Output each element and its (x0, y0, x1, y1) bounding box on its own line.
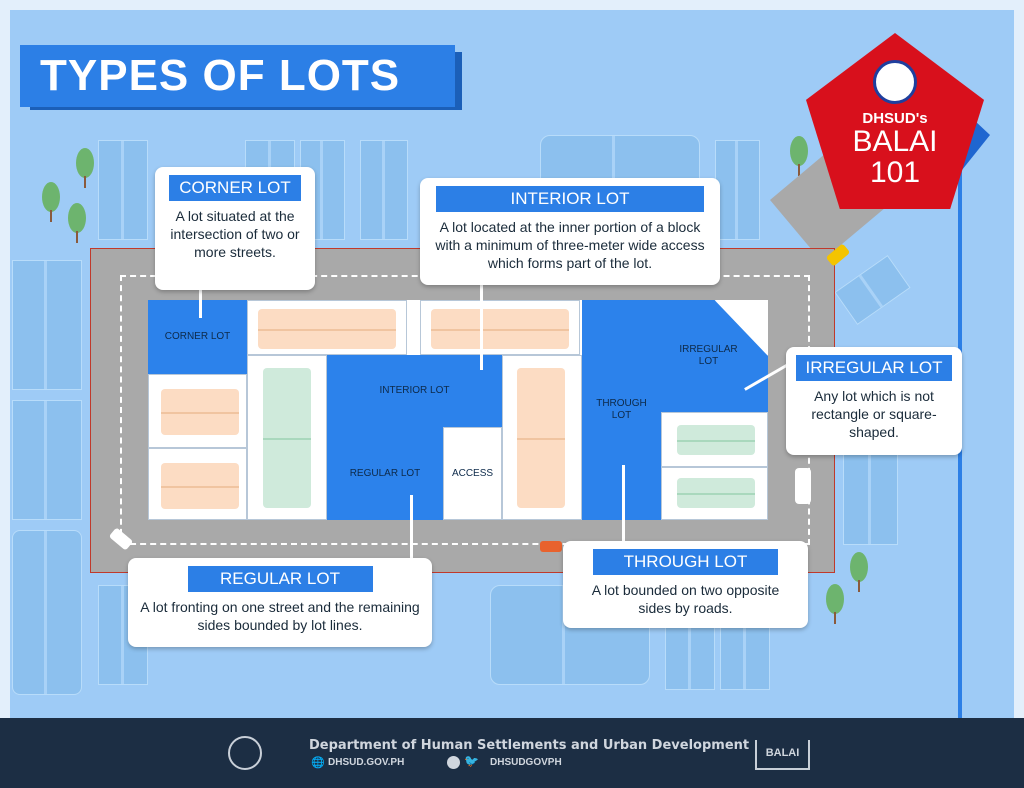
lot (247, 355, 327, 520)
facebook-icon (447, 756, 460, 769)
callout-text: A lot fronting on one street and the rem… (140, 599, 420, 633)
tree-icon (826, 584, 844, 624)
building (98, 140, 148, 240)
globe-icon: 🌐 (311, 757, 325, 769)
callout-text: Any lot which is not rectangle or square… (811, 388, 937, 440)
callout-heading: IRREGULAR LOT (795, 355, 953, 381)
arrow (622, 465, 625, 541)
building (12, 400, 82, 520)
badge-line2: BALAI (852, 125, 938, 158)
building (12, 260, 82, 390)
callout-heading: INTERIOR LOT (436, 186, 704, 212)
truck-icon (795, 468, 811, 504)
through-lot: THROUGH LOT (582, 300, 661, 520)
lot (247, 300, 407, 355)
callout-heading: CORNER LOT (169, 175, 301, 201)
lot (420, 300, 580, 355)
callout-heading: THROUGH LOT (593, 549, 778, 575)
callout-irregular-lot: IRREGULAR LOT Any lot which is not recta… (786, 347, 962, 455)
badge-line3: 101 (869, 156, 921, 189)
twitter-icon: 🐦 (464, 754, 479, 768)
tree-icon (850, 552, 868, 592)
callout-heading: REGULAR LOT (187, 566, 373, 592)
page-title: TYPES OF LOTS (20, 45, 455, 107)
block: CORNER LOT INTERIOR LOT REGULAR LOT ACCE… (148, 300, 768, 520)
arrow (410, 495, 413, 558)
lot (661, 412, 768, 467)
social-handle[interactable]: DHSUDGOVPH (490, 757, 562, 768)
building (843, 440, 898, 545)
tree-icon (76, 148, 94, 188)
corner-lot: CORNER LOT (148, 300, 247, 374)
irregular-lot: IRREGULAR LOT (661, 300, 768, 412)
lot (502, 355, 582, 520)
org-name: Department of Human Settlements and Urba… (309, 738, 750, 753)
callout-interior-lot: INTERIOR LOT A lot located at the inner … (420, 178, 720, 285)
callout-text: A lot bounded on two opposite sides by r… (591, 582, 780, 616)
tree-icon (68, 203, 86, 243)
callout-corner-lot: CORNER LOT A lot situated at the interse… (155, 167, 315, 290)
lot (661, 467, 768, 520)
regular-lot: REGULAR LOT (327, 427, 443, 520)
lot (148, 374, 247, 448)
dhsud-seal-icon (228, 736, 262, 770)
footer: Department of Human Settlements and Urba… (0, 718, 1024, 788)
dhsud-seal-icon (873, 60, 917, 104)
tree-icon (42, 182, 60, 222)
arrow (480, 285, 483, 370)
access-lot: ACCESS (443, 427, 502, 520)
callout-text: A lot located at the inner portion of a … (435, 219, 705, 271)
callout-text: A lot situated at the intersection of tw… (170, 208, 300, 260)
website-link[interactable]: DHSUD.GOV.PH (328, 757, 405, 768)
balai-logo: BALAI (755, 740, 810, 770)
arrow (199, 290, 202, 318)
building (12, 530, 82, 695)
building (715, 140, 760, 240)
car-icon (540, 541, 562, 552)
callout-through-lot: THROUGH LOT A lot bounded on two opposit… (563, 541, 808, 628)
badge-line1: DHSUD's (862, 110, 928, 127)
tree-icon (790, 136, 808, 176)
building (360, 140, 408, 240)
lot (148, 448, 247, 520)
callout-regular-lot: REGULAR LOT A lot fronting on one street… (128, 558, 432, 647)
interior-lot: INTERIOR LOT (327, 355, 502, 427)
